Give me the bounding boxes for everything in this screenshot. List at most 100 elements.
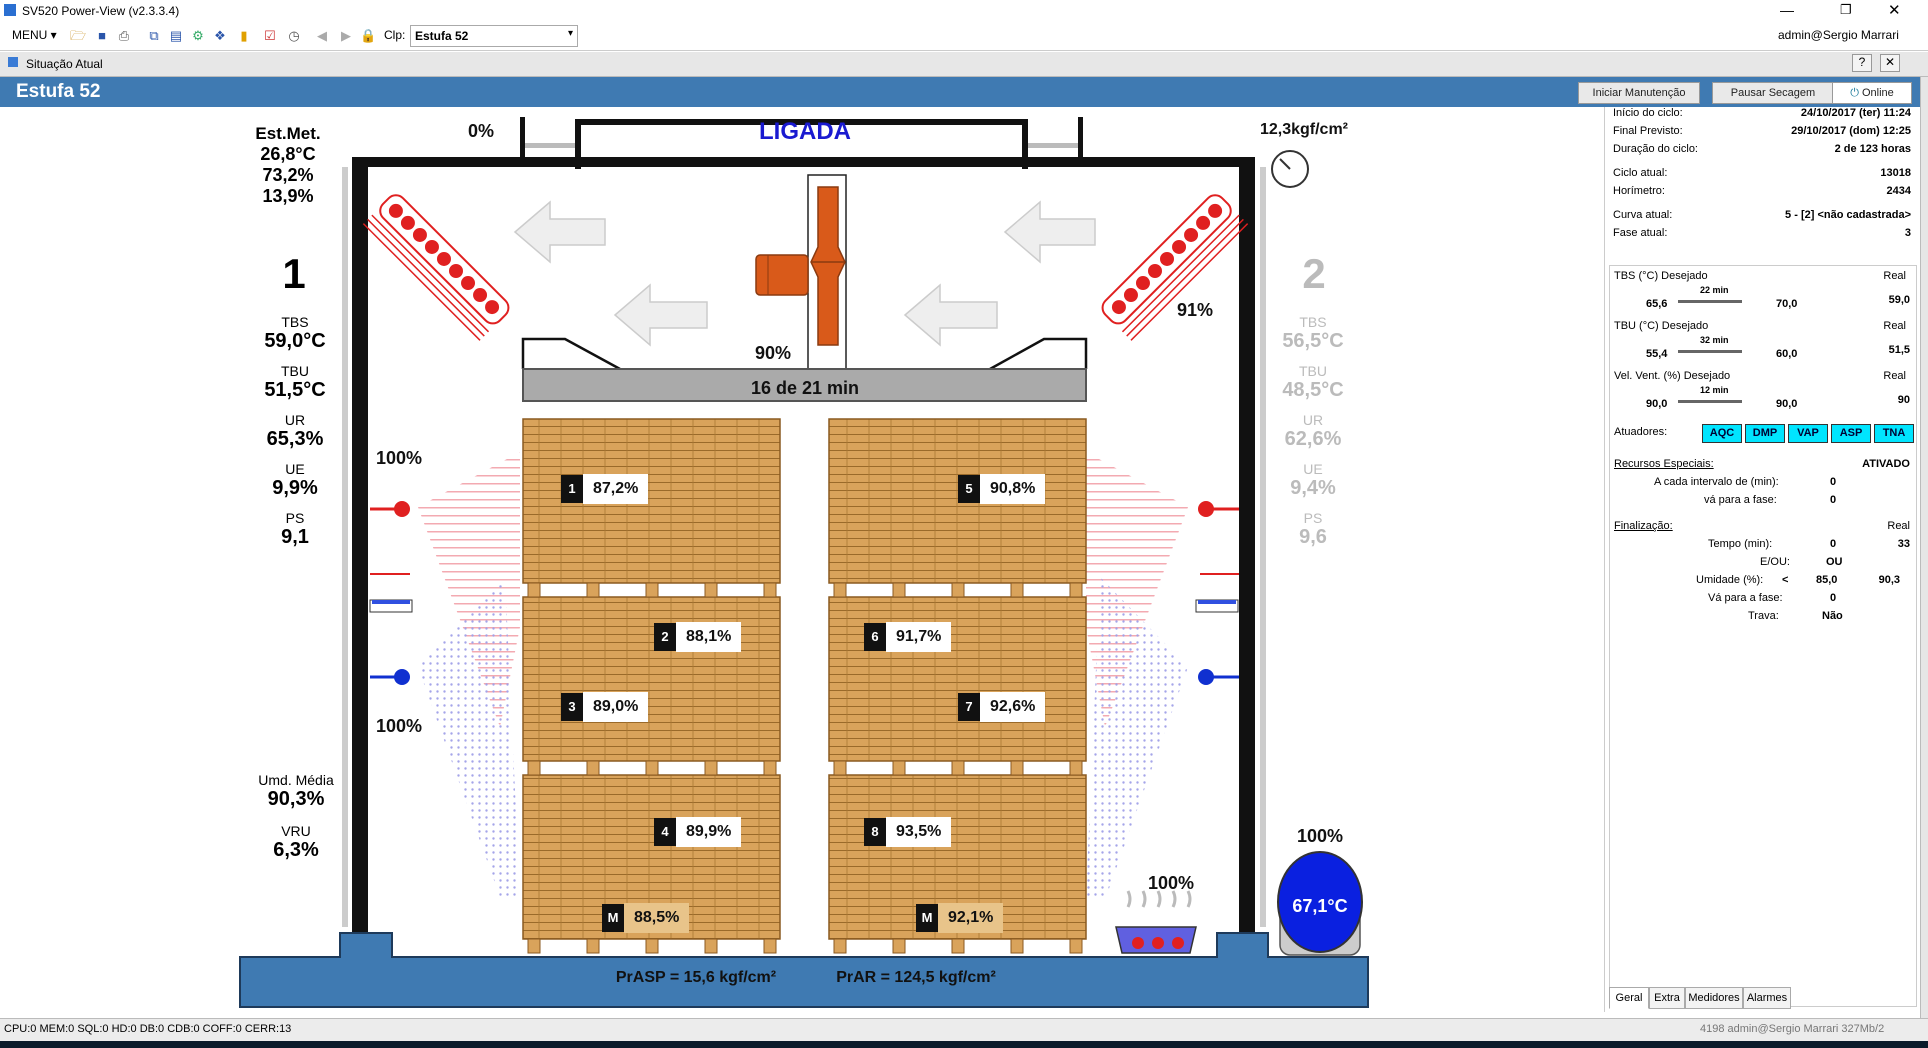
clock-icon[interactable]: ◷ <box>288 28 300 43</box>
user-label: admin@Sergio Marrari <box>1778 28 1899 42</box>
menu-button[interactable]: MENU ▾ <box>12 28 57 42</box>
minimize-icon[interactable]: — <box>1780 2 1794 18</box>
side-number-1: 1 <box>282 250 306 297</box>
tbu-value: 51,5°C <box>264 379 326 401</box>
sensor-value: 93,5% <box>886 817 952 847</box>
ps2-label: PS <box>1303 510 1323 526</box>
toolbar: MENU ▾ 🗁 ■ ⎙ ⧉ ▤ ⚙ ❖ ▮ ☑ ◷ ◀ ▶ 🔒 Clp: Es… <box>0 22 1928 51</box>
sensor-badge: 4 <box>654 818 676 846</box>
window-icon[interactable]: ⧉ <box>149 28 159 43</box>
sensor-badge: 1 <box>561 475 583 503</box>
tbu-label: TBU <box>281 363 309 379</box>
ur-label: UR <box>284 412 306 428</box>
ur-value: 65,3% <box>266 428 324 450</box>
database-icon[interactable]: ▮ <box>240 28 248 43</box>
power-icon: ⏻ <box>1850 87 1859 99</box>
tbs-value: 59,0°C <box>264 330 326 352</box>
actuator-aqc[interactable]: AQC <box>1702 424 1742 443</box>
side-number-2: 2 <box>1302 250 1326 297</box>
tbu2-label: TBU <box>1299 363 1327 379</box>
network-icon[interactable]: ❖ <box>214 28 226 43</box>
actuator-tna[interactable]: TNA <box>1874 424 1914 443</box>
sensor-value: 89,0% <box>583 692 649 722</box>
tab-extra[interactable]: Extra <box>1649 987 1685 1009</box>
sensor-badge: 2 <box>654 623 676 651</box>
report-icon[interactable]: ☑ <box>264 28 276 43</box>
scrollbar[interactable] <box>1920 77 1928 1018</box>
start-maintenance-button[interactable]: Iniciar Manutenção <box>1578 82 1700 104</box>
lock-icon[interactable]: 🔒 <box>360 28 377 43</box>
ps2-value: 9,6 <box>1299 526 1327 548</box>
sensor-badge: 5 <box>958 475 980 503</box>
steam-percent: 100% <box>1147 873 1195 893</box>
open-folder-icon[interactable]: 🗁 <box>70 28 87 43</box>
window-small-icon <box>8 57 18 67</box>
tab-medidores[interactable]: Medidores <box>1685 987 1743 1009</box>
ue2-value: 9,4% <box>1290 477 1336 499</box>
online-button[interactable]: ⏻ Online <box>1832 82 1912 104</box>
sensor-badge: 6 <box>864 623 886 651</box>
settings-icon[interactable]: ⚙ <box>192 28 204 43</box>
kiln-status: LIGADA <box>759 118 851 145</box>
fan-speed: 90% <box>754 343 792 363</box>
left-readings: TBS 59,0°C TBU 51,5°C UR 65,3% UE 9,9% P… <box>248 314 342 549</box>
umd-label: Umd. Média <box>258 772 334 788</box>
sensor-m-value: 88,5% <box>624 903 690 933</box>
spray-bottom-percent: 100% <box>375 716 423 736</box>
close-icon[interactable]: ✕ <box>1888 2 1901 19</box>
tbs-label: TBS <box>281 314 309 330</box>
ur2-label: UR <box>1302 412 1324 428</box>
recursos-status: ATIVADO <box>1862 458 1910 470</box>
right-readings: TBS 56,5°C TBU 48,5°C UR 62,6% UE 9,4% P… <box>1266 314 1360 549</box>
title-bar: SV520 Power-View (v2.3.3.4) — ❐ ✕ <box>0 0 1928 22</box>
actuator-vap[interactable]: VAP <box>1788 424 1828 443</box>
sensor-badge-m: M <box>916 904 938 932</box>
sensor-value: 89,9% <box>676 817 742 847</box>
recursos-link[interactable]: Recursos Especiais: <box>1614 458 1714 470</box>
ue2-label: UE <box>1303 461 1323 477</box>
sensor-value: 92,6% <box>980 692 1046 722</box>
finalizacao-link[interactable]: Finalização: <box>1614 520 1673 532</box>
tab-bar: Geral Extra Medidores Alarmes <box>1609 987 1915 1009</box>
sensor-value: 90,8% <box>980 474 1046 504</box>
fan-timer: 16 de 21 min <box>750 378 860 398</box>
damper-percent: 0% <box>467 121 494 141</box>
app-icon <box>4 4 16 16</box>
estmet-ue: 13,9% <box>262 186 314 206</box>
help-icon[interactable]: ? <box>1852 54 1872 72</box>
clp-label: Clp: <box>384 28 406 42</box>
kiln-header: Estufa 52 Iniciar Manutenção Pausar Seca… <box>0 77 1920 107</box>
sensor-m-value: 92,1% <box>938 903 1004 933</box>
clp-select[interactable]: Estufa 52 ▾ <box>410 25 578 47</box>
status-bar: CPU:0 MEM:0 SQL:0 HD:0 DB:0 CDB:0 COFF:0… <box>0 1018 1928 1041</box>
info-panel: Início do ciclo:24/10/2017 (ter) 11:24 F… <box>1604 107 1921 1012</box>
save-icon[interactable]: ■ <box>98 28 106 43</box>
back-icon[interactable]: ◀ <box>317 28 327 43</box>
tab-alarmes[interactable]: Alarmes <box>1743 987 1791 1009</box>
arrow-right-icon <box>1678 400 1742 403</box>
status-right: 4198 admin@Sergio Marrari 327Mb/2 <box>1700 1023 1885 1035</box>
app-title: SV520 Power-View (v2.3.3.4) <box>22 4 180 18</box>
pause-drying-button[interactable]: Pausar Secagem <box>1712 82 1834 104</box>
tab-geral[interactable]: Geral <box>1609 987 1649 1009</box>
left-averages: Umd. Média 90,3% VRU 6,3% <box>248 772 344 862</box>
ue-label: UE <box>285 461 305 477</box>
forward-icon[interactable]: ▶ <box>341 28 351 43</box>
ur2-value: 62,6% <box>1284 428 1342 450</box>
pressure-top: 12,3kgf/cm² <box>1259 121 1349 138</box>
subwindow-close-icon[interactable]: ✕ <box>1880 54 1900 72</box>
estmet-temp: 26,8°C <box>260 144 316 164</box>
prar-pressure: PrAR = 124,5 kgf/cm² <box>836 969 996 986</box>
sensor-badge: 3 <box>561 693 583 721</box>
actuator-asp[interactable]: ASP <box>1831 424 1871 443</box>
actuator-dmp[interactable]: DMP <box>1745 424 1785 443</box>
restore-icon[interactable]: ❐ <box>1840 2 1852 17</box>
print-icon[interactable]: ⎙ <box>118 28 130 43</box>
chevron-down-icon: ▾ <box>567 28 573 39</box>
ps-value: 9,1 <box>281 526 309 548</box>
arrow-right-icon <box>1678 300 1742 303</box>
estmet-ur: 73,2% <box>262 165 314 185</box>
monitor-icon[interactable]: ▤ <box>169 28 183 43</box>
spray-top-percent: 100% <box>375 448 423 468</box>
